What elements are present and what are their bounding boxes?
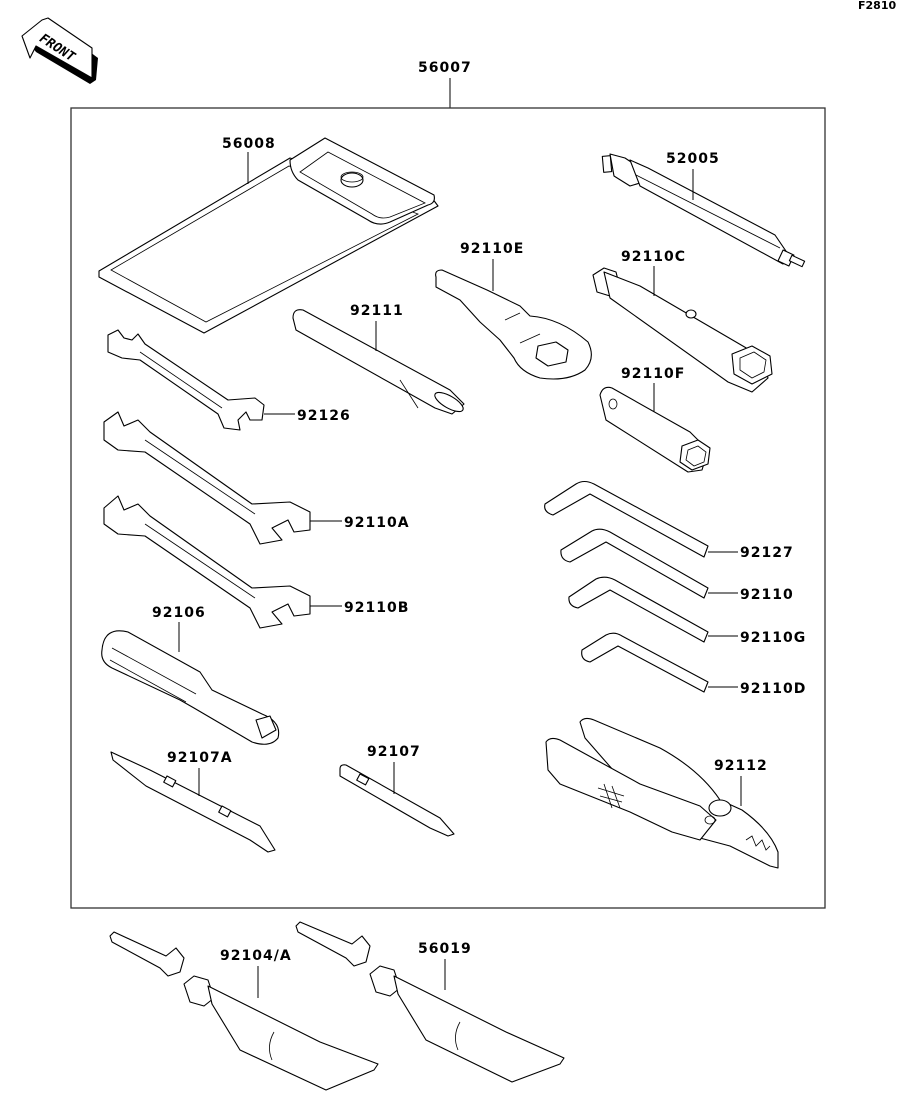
- label-92126[interactable]: 92126: [297, 408, 351, 424]
- wrench-92110A[interactable]: [103, 411, 311, 545]
- pouch-56008[interactable]: [98, 137, 439, 334]
- label-92110F[interactable]: 92110F: [621, 366, 685, 382]
- label-92110D[interactable]: 92110D: [740, 681, 806, 697]
- label-92110A[interactable]: 92110A: [344, 515, 410, 531]
- label-92107A[interactable]: 92107A: [167, 750, 233, 766]
- label-92106[interactable]: 92106: [152, 605, 206, 621]
- bit-92107[interactable]: [339, 764, 455, 837]
- label-92110C[interactable]: 92110C: [621, 249, 686, 265]
- front-arrow-icon: FRONT: [21, 17, 98, 84]
- label-92104A[interactable]: 92104/A: [220, 948, 292, 964]
- label-92112[interactable]: 92112: [714, 758, 768, 774]
- label-92110B[interactable]: 92110B: [344, 600, 409, 616]
- figure-id: F2810: [858, 0, 896, 12]
- pliers-92112[interactable]: [545, 717, 779, 869]
- label-92127[interactable]: 92127: [740, 545, 794, 561]
- label-56019[interactable]: 56019: [418, 941, 472, 957]
- hex-key-92110[interactable]: [560, 528, 709, 599]
- tool-52005[interactable]: [601, 153, 806, 268]
- label-92107[interactable]: 92107: [367, 744, 421, 760]
- bit-92107A[interactable]: [110, 751, 276, 853]
- kit-frame: [70, 107, 826, 909]
- label-52005[interactable]: 52005: [666, 151, 720, 167]
- hex-key-92110G[interactable]: [568, 576, 709, 643]
- wrench-92126[interactable]: [107, 329, 265, 431]
- hex-key-92110D[interactable]: [581, 632, 709, 693]
- tube-92104A[interactable]: [109, 931, 379, 1091]
- label-56008[interactable]: 56008: [222, 136, 276, 152]
- label-92111[interactable]: 92111: [350, 303, 404, 319]
- box-wrench-92110C[interactable]: [592, 267, 773, 393]
- kit-label[interactable]: 56007: [418, 60, 472, 76]
- ring-wrench-92110E[interactable]: [435, 269, 592, 380]
- label-92110[interactable]: 92110: [740, 587, 794, 603]
- bar-92111[interactable]: [292, 309, 466, 416]
- wrench-92110B[interactable]: [103, 495, 311, 629]
- box-wrench-92110F[interactable]: [599, 386, 711, 473]
- label-92110E[interactable]: 92110E: [460, 241, 524, 257]
- driver-handle-92106[interactable]: [101, 630, 280, 745]
- label-92110G[interactable]: 92110G: [740, 630, 806, 646]
- hex-key-92127[interactable]: [544, 480, 709, 558]
- tube-56019[interactable]: [295, 921, 565, 1083]
